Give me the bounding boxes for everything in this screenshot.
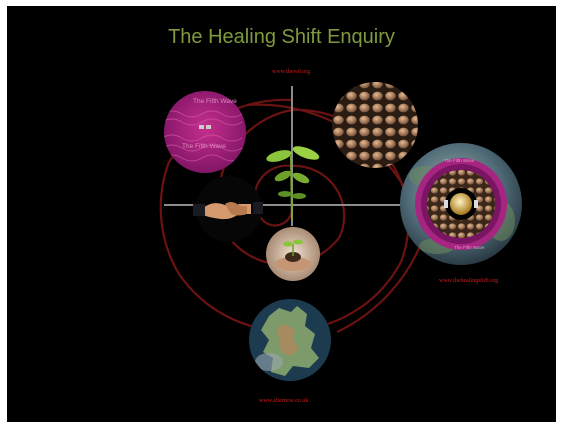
link-alternow[interactable]: www.alternow.co.uk <box>259 398 308 404</box>
handshake-image[interactable] <box>193 176 263 242</box>
pebbles-image[interactable] <box>329 80 421 172</box>
link-thewd[interactable]: www.thewd.org <box>272 69 310 75</box>
mandala-label-top: The Fifth Wave <box>444 158 475 163</box>
fifth-wave-image[interactable]: The Fifth Wave The Fifth Wave <box>162 91 246 173</box>
mandala-label-bottom: The Fifth Wave <box>454 245 485 250</box>
fifth-wave-label-top: The Fifth Wave <box>193 98 237 105</box>
hands-seedling-image[interactable] <box>266 227 320 281</box>
scotland-map-image[interactable] <box>249 299 331 381</box>
mandala-image[interactable]: The Fifth Wave The Fifth Wave <box>400 143 522 265</box>
link-thehealingshift[interactable]: www.thehealingshift.org <box>439 278 498 284</box>
fifth-wave-label-bottom: The Fifth Wave <box>182 143 226 150</box>
page-canvas: The Healing Shift Enquiry <box>7 6 556 422</box>
